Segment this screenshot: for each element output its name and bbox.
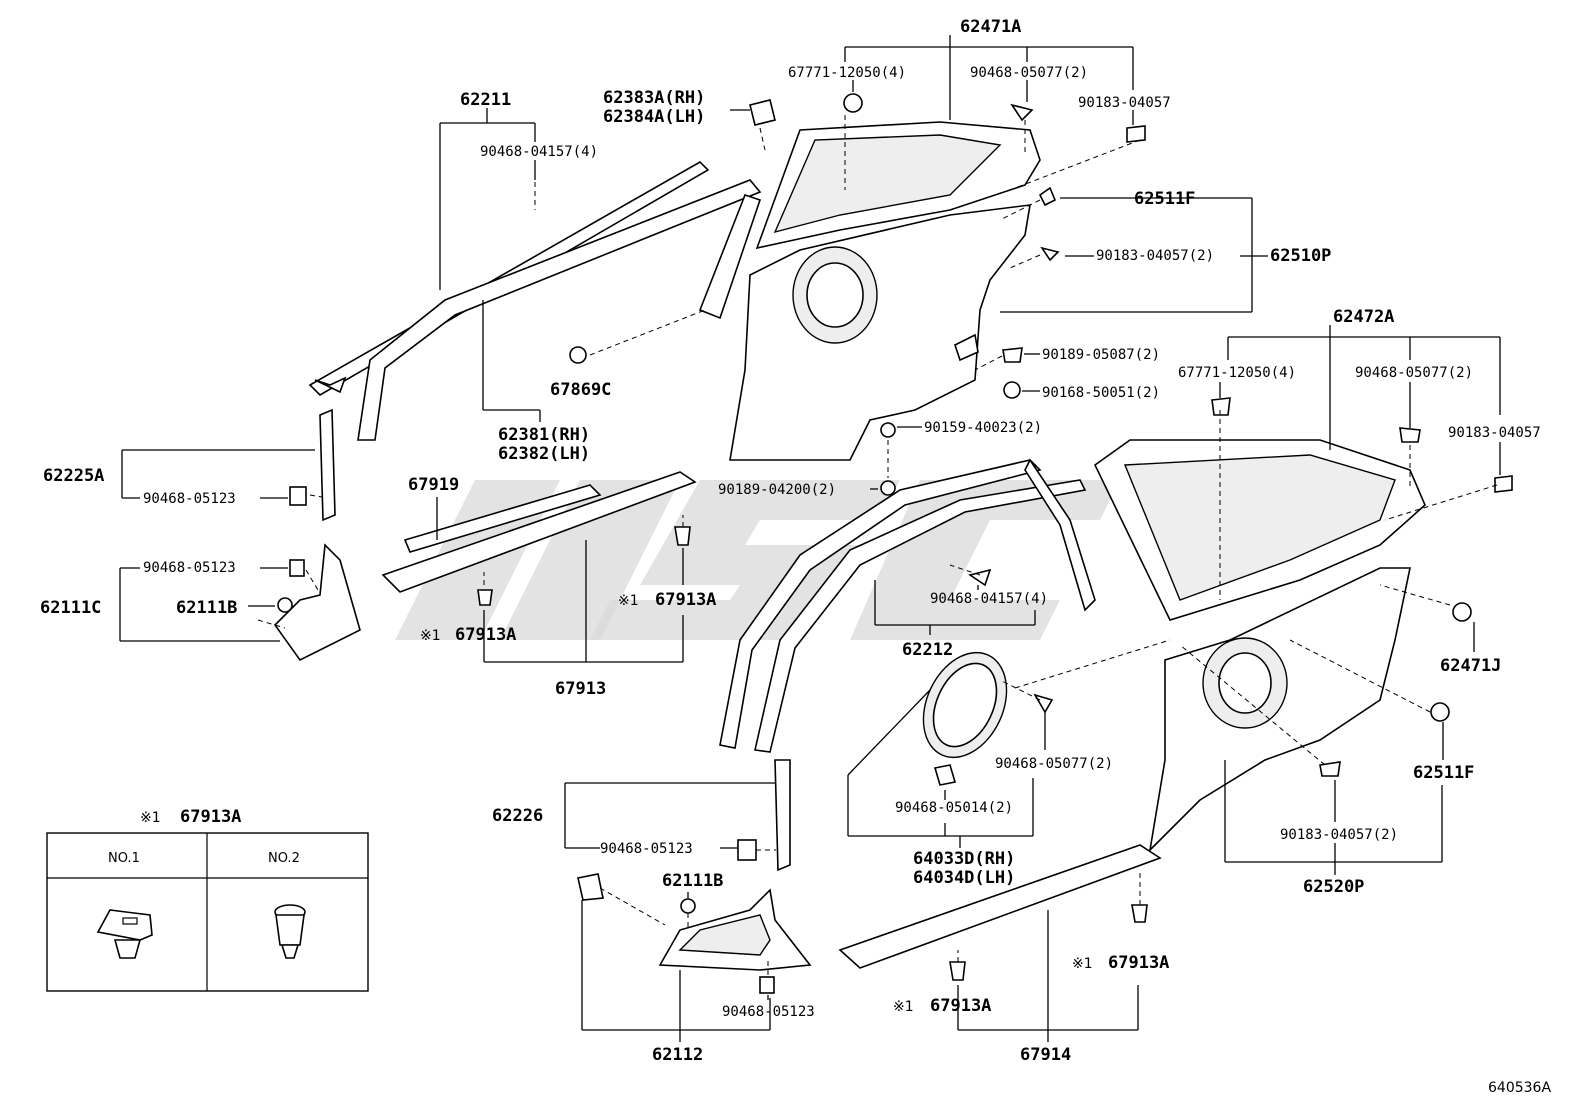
label-90468-05077-right[interactable]: 90468-05077(2) (1355, 365, 1473, 381)
label-62225A[interactable]: 62225A (43, 466, 104, 486)
label-62111B-left[interactable]: 62111B (176, 598, 237, 618)
label-67771-12050-top[interactable]: 67771-12050(4) (788, 65, 906, 81)
inset-title: 67913A (180, 807, 241, 827)
label-90468-05123-c[interactable]: 90468-05123 (600, 841, 693, 857)
label-62382[interactable]: 62382(LH) (498, 444, 590, 464)
garnish-62226 (737, 759, 791, 872)
scuff-plate-67914 (838, 844, 1162, 981)
label-62472A[interactable]: 62472A (1333, 307, 1394, 327)
cowl-side-62112 (577, 873, 812, 994)
label-62384A[interactable]: 62384A(LH) (603, 107, 705, 127)
quarter-trim-62471A (749, 93, 1146, 250)
label-90159-40023[interactable]: 90159-40023(2) (924, 420, 1042, 436)
label-62383A[interactable]: 62383A(RH) (603, 88, 705, 108)
inset-col-2: NO.2 (268, 851, 300, 866)
label-62111C[interactable]: 62111C (40, 598, 101, 618)
label-62471A[interactable]: 62471A (960, 17, 1021, 37)
label-90183-04057-bottom[interactable]: 90183-04057(2) (1280, 827, 1398, 843)
label-90468-04157-mid[interactable]: 90468-04157(4) (930, 591, 1048, 607)
label-67913A-left[interactable]: 67913A (455, 625, 516, 645)
label-90468-04157-left[interactable]: 90468-04157(4) (480, 144, 598, 160)
assembly-dashes (257, 115, 1498, 975)
label-67913A-br1[interactable]: 67913A (1108, 953, 1169, 973)
label-67913A-br2[interactable]: 67913A (930, 996, 991, 1016)
label-90183-04057-mid[interactable]: 90183-04057(2) (1096, 248, 1214, 264)
leader-lines (119, 35, 1501, 1042)
label-62111B-bottom[interactable]: 62111B (662, 871, 723, 891)
label-67913A-mid[interactable]: 67913A (655, 590, 716, 610)
roof-rail-62212 (719, 458, 1096, 753)
pillar-garnish-62381 (357, 179, 762, 441)
label-64033D[interactable]: 64033D(RH) (913, 849, 1015, 869)
inset-clip-table: ※1 67913A NO.1 NO.2 (46, 807, 369, 992)
quarter-trim-62472A (1093, 397, 1513, 621)
label-67869C[interactable]: 67869C (550, 380, 611, 400)
label-62381[interactable]: 62381(RH) (498, 425, 590, 445)
quarter-trim-62510P (569, 186, 1060, 496)
label-67913[interactable]: 67913 (555, 679, 606, 699)
label-62212[interactable]: 62212 (902, 640, 953, 660)
label-90468-05123-d[interactable]: 90468-05123 (722, 1004, 815, 1020)
label-90468-05123-a[interactable]: 90468-05123 (143, 491, 236, 507)
garnish-62225A (289, 408, 336, 522)
part-labels: 62471A 67771-12050(4) 90468-05077(2) 901… (40, 17, 1541, 1065)
note-mark-left: ※1 (420, 628, 441, 644)
inset-note-mark: ※1 (140, 810, 161, 826)
label-62226[interactable]: 62226 (492, 806, 543, 826)
scuff-plate-67913 (381, 471, 697, 606)
label-90468-05077-mid[interactable]: 90468-05077(2) (995, 756, 1113, 772)
quarter-trim-62520P (1148, 567, 1472, 853)
label-62511F-top[interactable]: 62511F (1134, 189, 1195, 209)
label-67771-12050-right[interactable]: 67771-12050(4) (1178, 365, 1296, 381)
label-90468-05123-b[interactable]: 90468-05123 (143, 560, 236, 576)
label-90468-05014[interactable]: 90468-05014(2) (895, 800, 1013, 816)
label-62211[interactable]: 62211 (460, 90, 511, 110)
speaker-grille-64033D (922, 651, 1054, 786)
label-90468-05077-top[interactable]: 90468-05077(2) (970, 65, 1088, 81)
label-67914[interactable]: 67914 (1020, 1045, 1071, 1065)
label-90189-05087[interactable]: 90189-05087(2) (1042, 347, 1160, 363)
label-67919[interactable]: 67919 (408, 475, 459, 495)
label-90168-50051[interactable]: 90168-50051(2) (1042, 385, 1160, 401)
inset-col-1: NO.1 (108, 851, 140, 866)
note-mark-br1: ※1 (1072, 956, 1093, 972)
label-90189-04200[interactable]: 90189-04200(2) (718, 482, 836, 498)
diagram-code: 640536A (1488, 1080, 1551, 1096)
label-62471J[interactable]: 62471J (1440, 656, 1501, 676)
note-mark-mid: ※1 (618, 593, 639, 609)
label-64034D[interactable]: 64034D(LH) (913, 868, 1015, 888)
label-90183-04057-right[interactable]: 90183-04057 (1448, 425, 1541, 441)
cowl-side-62111C (273, 543, 361, 662)
clip-no1-drawing (96, 909, 153, 959)
label-62510P[interactable]: 62510P (1270, 246, 1331, 266)
clip-no2-drawing (274, 904, 306, 959)
label-90183-04057-top[interactable]: 90183-04057 (1078, 95, 1171, 111)
label-62112[interactable]: 62112 (652, 1045, 703, 1065)
note-mark-br2: ※1 (893, 999, 914, 1015)
label-62520P[interactable]: 62520P (1303, 877, 1364, 897)
label-62511F-right[interactable]: 62511F (1413, 763, 1474, 783)
